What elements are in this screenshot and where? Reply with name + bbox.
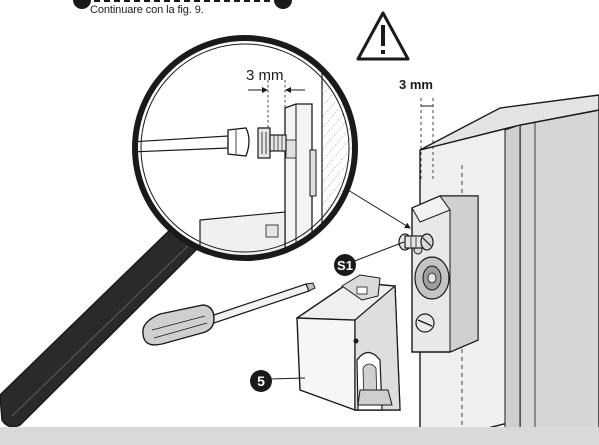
terminal-block xyxy=(411,195,479,353)
bottom-bar xyxy=(0,427,599,445)
magnifier-leader xyxy=(347,189,411,229)
dimension-label-magnifier: 3 mm xyxy=(246,67,284,84)
cover-part xyxy=(296,274,401,411)
callout-5: 5 xyxy=(250,370,306,392)
mounting-screw xyxy=(398,233,434,251)
dimension-label-device: 3 mm xyxy=(399,77,433,92)
caption-text: Continuare con la fig. 9. xyxy=(90,4,204,16)
warning-triangle-icon xyxy=(356,11,410,61)
dimension-device: 3 mm xyxy=(399,77,434,180)
callout-s1-label: S1 xyxy=(337,258,353,273)
callout-s1: S1 xyxy=(334,241,405,276)
screwdriver-icon xyxy=(142,282,316,346)
header-fragment xyxy=(73,0,292,9)
magnifying-glass-icon: 3 mm xyxy=(0,35,358,428)
callout-5-label: 5 xyxy=(257,373,265,389)
